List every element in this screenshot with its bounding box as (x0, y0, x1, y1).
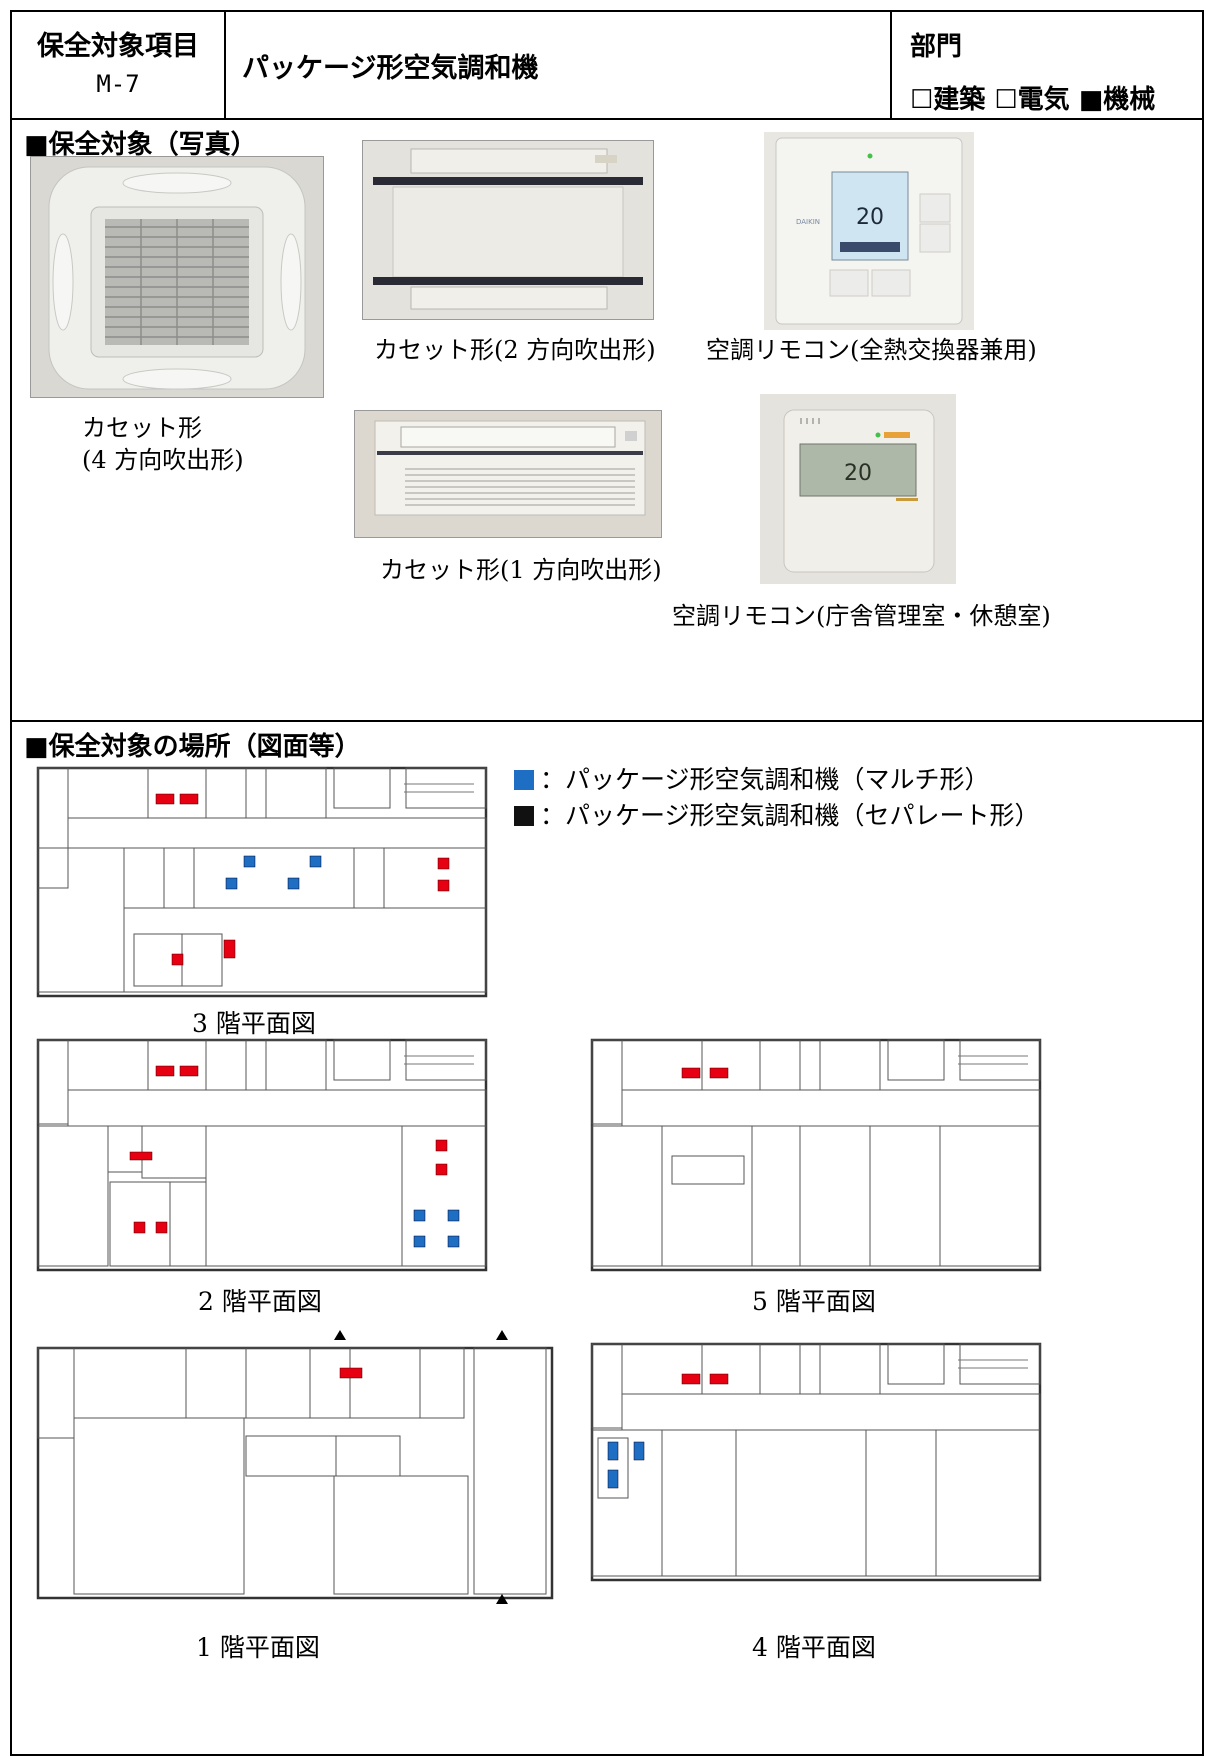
location-section-title: ■保全対象の場所（図面等） (24, 732, 361, 762)
legend-separate-swatch (514, 806, 534, 826)
remote-controller-1-caption: 空調リモコン(全熱交換器兼用) (706, 336, 1037, 364)
maintenance-sheet: 保全対象項目 M-7 パッケージ形空気調和機 部門 ☐建築 ☐電気 ■機械 ■保… (10, 10, 1204, 1756)
department-label: 部門 (910, 32, 963, 62)
floor2-label: 2 階平面図 (198, 1287, 322, 1316)
header-row: 保全対象項目 M-7 パッケージ形空気調和機 部門 ☐建築 ☐電気 ■機械 (12, 12, 1202, 120)
legend-multi-label: ：パッケージ形空気調和機（マルチ形） (540, 765, 990, 794)
floor1-label: 1 階平面図 (196, 1633, 320, 1662)
cassette-4way-caption-line2: (4 方向吹出形) (82, 446, 244, 474)
remote-controller-1-image: 20 DAIKIN (764, 132, 974, 330)
remote-2-temp: 20 (844, 461, 872, 486)
item-code: M-7 (96, 70, 140, 98)
cassette-4way-image (31, 157, 323, 397)
legend-multi-swatch (514, 770, 534, 790)
cassette-1way-caption: カセット形(1 方向吹出形) (380, 556, 662, 584)
cassette-1way-photo (354, 410, 662, 538)
floor1-plan (36, 1330, 554, 1604)
cassette-1way-image (355, 411, 661, 537)
legend-multi: ：パッケージ形空気調和機（マルチ形） (514, 760, 990, 796)
legend-separate-label: ：パッケージ形空気調和機（セパレート形） (540, 801, 1040, 830)
location-section: ■保全対象の場所（図面等） ：パッケージ形空気調和機（マルチ形） ：パッケージ形… (12, 720, 1202, 1756)
floor5-label: 5 階平面図 (752, 1287, 876, 1316)
floor4-plan (590, 1342, 1042, 1582)
department-options: ☐建築 ☐電気 ■機械 (910, 85, 1156, 115)
remote-1-brand: DAIKIN (796, 218, 820, 226)
floor5-plan (590, 1038, 1042, 1272)
cassette-4way-photo (30, 156, 324, 398)
item-label: 保全対象項目 (37, 31, 199, 62)
floor3-plan (36, 766, 488, 998)
floor3-label: 3 階平面図 (192, 1009, 316, 1038)
remote-controller-2-image: 20 (760, 394, 956, 584)
cassette-2way-photo (362, 140, 654, 320)
remote-1-temp: 20 (856, 205, 884, 230)
cassette-2way-image (363, 141, 653, 319)
remote-controller-1-photo: 20 DAIKIN (764, 132, 974, 330)
floor2-plan (36, 1038, 488, 1272)
photo-section: ■保全対象（写真） (12, 118, 1202, 722)
cassette-2way-caption: カセット形(2 方向吹出形) (374, 336, 656, 364)
department-cell: 部門 ☐建築 ☐電気 ■機械 (892, 12, 1202, 118)
cassette-4way-caption-line1: カセット形 (82, 414, 202, 442)
item-cell: 保全対象項目 M-7 (12, 12, 226, 118)
legend-separate: ：パッケージ形空気調和機（セパレート形） (514, 796, 1040, 832)
floor4-label: 4 階平面図 (752, 1633, 876, 1662)
remote-controller-2-caption: 空調リモコン(庁舎管理室・休憩室) (672, 602, 1051, 630)
item-title: パッケージ形空気調和機 (224, 12, 892, 118)
remote-controller-2-photo: 20 (760, 394, 956, 584)
photo-section-title: ■保全対象（写真） (24, 130, 257, 160)
